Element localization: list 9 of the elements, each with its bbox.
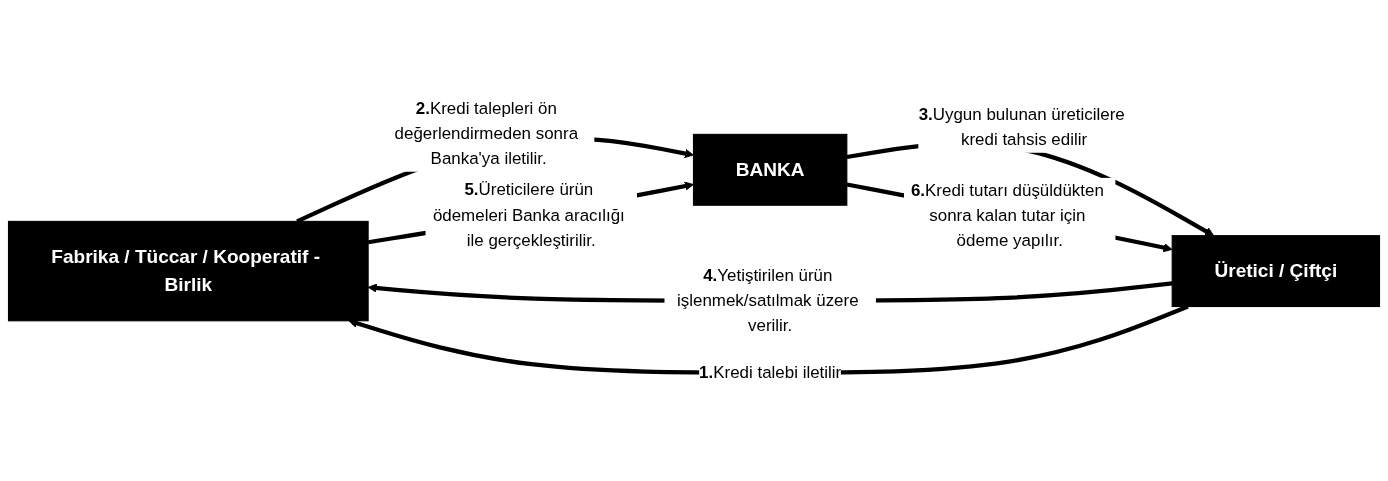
edge-label: 3.Uygun bulunan üreticilere kredi tahsis edilir xyxy=(918,105,1125,149)
edge-label: 1.Kredi talebi iletilir xyxy=(699,363,842,382)
edge-label: 4.Yetiştirilen ürün işlenmek/satılmak üzere verilir. xyxy=(677,265,859,335)
edge-label: 2.Kredi talepleri ön değerlendirmeden sonra Banka'ya iletilir. xyxy=(394,98,579,168)
node-box: Üretici / Çiftçi xyxy=(1171,235,1381,308)
node-box: BANKA xyxy=(692,133,848,206)
edge-label: 5.Üreticilere ürün ödemeleri Banka aracılığı ile gerçekleştirilir. xyxy=(432,180,625,250)
edge-label: 6.Kredi tutarı düşüldükten sonra kalan tutar için ödeme yapılır. xyxy=(910,180,1104,250)
node-box: Fabrika / Tüccar / Kooperatif - Birlik xyxy=(7,220,369,322)
